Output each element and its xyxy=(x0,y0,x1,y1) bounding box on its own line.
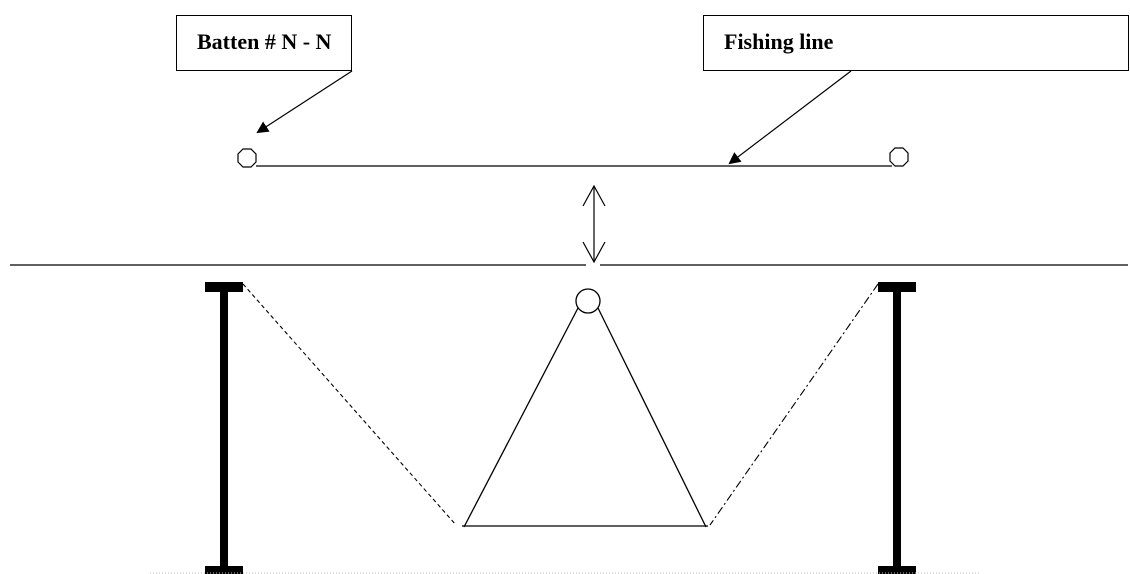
batten-label-box: Batten # N - N xyxy=(176,15,352,71)
left-i-beam xyxy=(205,282,243,574)
pulley-triangle xyxy=(462,307,708,528)
batten-label-text: Batten # N - N xyxy=(197,29,332,54)
fishing-line-callout-arrow xyxy=(728,70,852,165)
left-dashed-bridle xyxy=(242,283,457,526)
fishing-line-label-text: Fishing line xyxy=(724,29,834,54)
right-i-beam xyxy=(878,282,916,574)
fishing-line-label-box: Fishing line xyxy=(703,15,1129,71)
pulley-circle xyxy=(575,288,601,314)
right-line-ring xyxy=(889,147,909,167)
right-dashed-bridle xyxy=(709,283,879,526)
left-line-ring xyxy=(237,148,257,168)
clearance-double-arrow xyxy=(582,184,606,264)
fishing-line-assembly xyxy=(237,147,909,168)
batten-callout-arrow xyxy=(256,70,353,134)
